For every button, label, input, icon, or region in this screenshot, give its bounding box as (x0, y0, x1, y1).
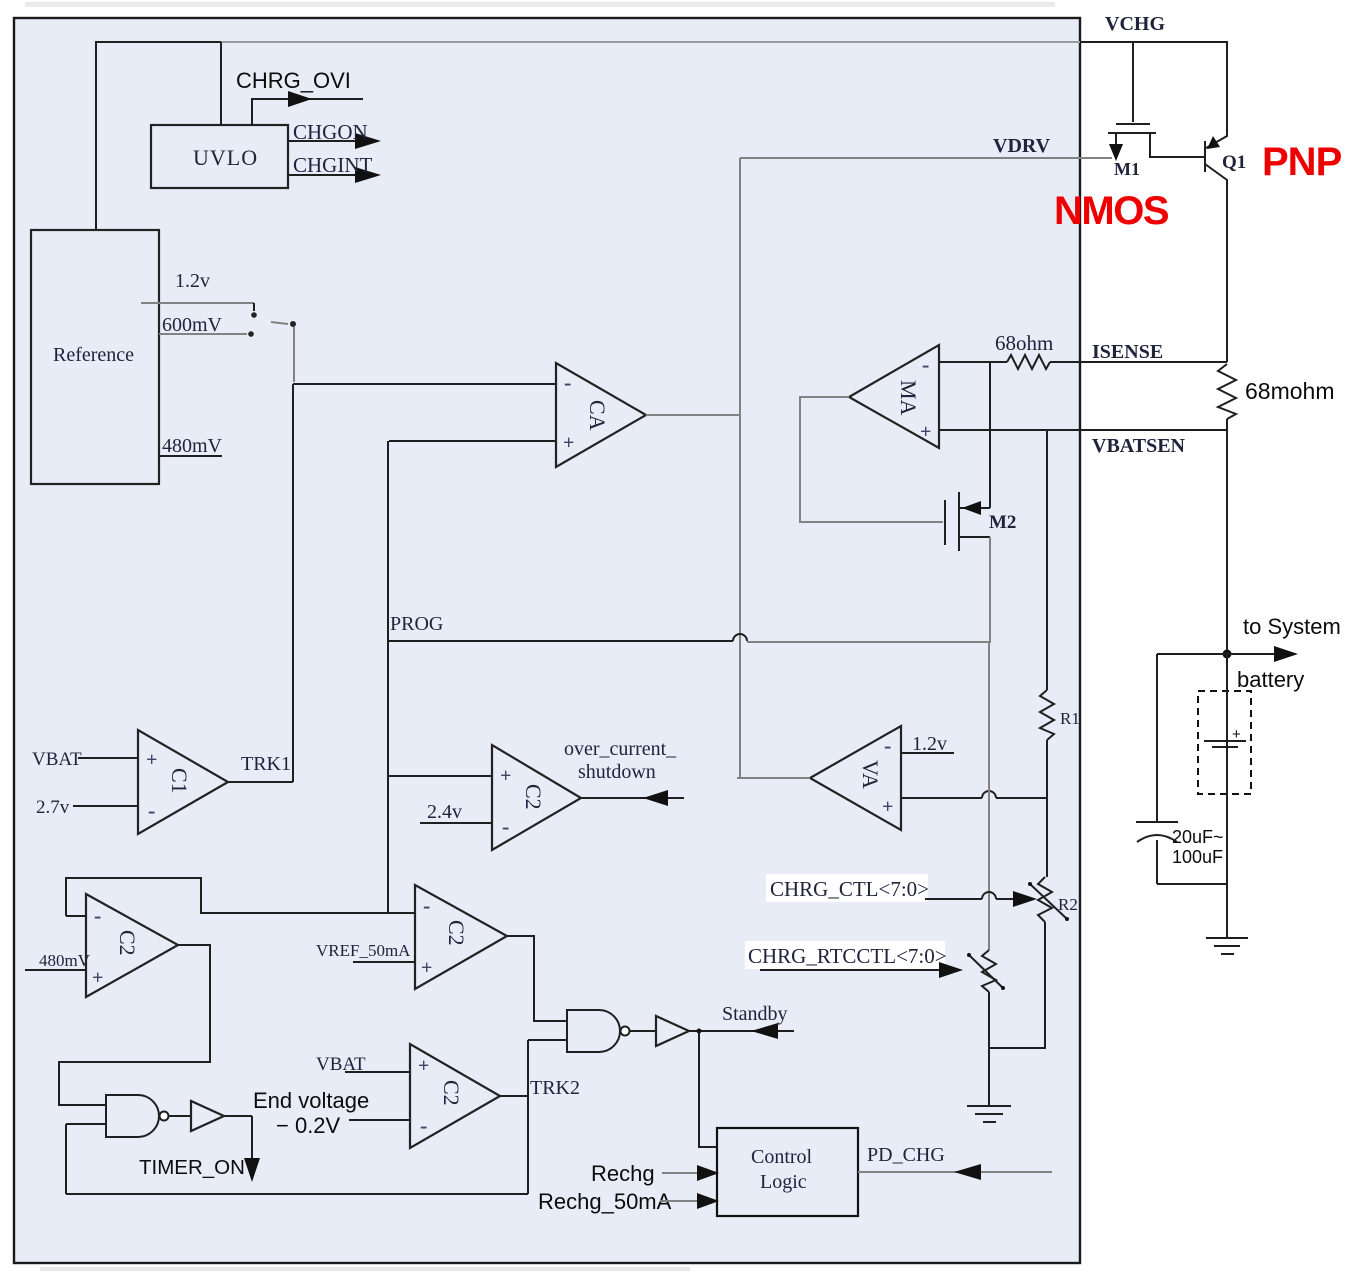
svg-text:Logic: Logic (760, 1171, 807, 1193)
svg-text:MA: MA (896, 380, 921, 416)
svg-text:20uF~: 20uF~ (1172, 827, 1224, 847)
svg-text:-: - (148, 798, 155, 823)
svg-text:+: + (1232, 726, 1241, 743)
svg-text:shutdown: shutdown (578, 761, 656, 783)
svg-text:Q1: Q1 (1222, 152, 1246, 173)
svg-text:C2: C2 (115, 930, 140, 956)
svg-text:over_current_: over_current_ (564, 738, 677, 760)
svg-text:1.2v: 1.2v (175, 270, 210, 292)
svg-text:VA: VA (858, 760, 883, 789)
svg-text:2.7v: 2.7v (36, 797, 70, 818)
svg-text:+: + (882, 796, 893, 818)
svg-text:+: + (500, 765, 511, 787)
svg-text:CHGON: CHGON (293, 120, 368, 144)
svg-text:CHRG_CTL<7:0>: CHRG_CTL<7:0> (770, 877, 929, 901)
svg-text:+: + (563, 432, 574, 454)
svg-text:TIMER_ON: TIMER_ON (139, 1156, 245, 1179)
svg-text:TRK2: TRK2 (530, 1077, 580, 1099)
svg-text:-: - (94, 903, 101, 928)
svg-text:Control: Control (751, 1146, 813, 1168)
svg-text:CHRG_RTCCTL<7:0>: CHRG_RTCCTL<7:0> (748, 944, 947, 968)
svg-text:TRK1: TRK1 (241, 753, 291, 775)
svg-text:C2: C2 (521, 784, 546, 810)
svg-text:R2: R2 (1058, 895, 1078, 914)
svg-text:+: + (920, 421, 931, 443)
svg-text:PROG: PROG (390, 613, 443, 635)
svg-text:VREF_50mA: VREF_50mA (316, 941, 411, 960)
svg-text:+: + (146, 749, 157, 771)
svg-text:CHGINT: CHGINT (293, 153, 372, 177)
svg-text:PNP: PNP (1262, 140, 1342, 184)
svg-text:-: - (423, 893, 430, 918)
svg-text:+: + (418, 1055, 429, 1077)
svg-text:-: - (420, 1113, 427, 1138)
svg-text:− 0.2V: − 0.2V (276, 1113, 341, 1138)
svg-text:+: + (92, 967, 103, 989)
svg-text:480mV: 480mV (39, 951, 91, 970)
svg-text:68ohm: 68ohm (995, 331, 1053, 355)
svg-text:Rechg: Rechg (591, 1161, 655, 1186)
svg-text:VDRV: VDRV (993, 135, 1051, 157)
svg-text:PD_CHG: PD_CHG (867, 1144, 945, 1166)
svg-text:End voltage: End voltage (253, 1088, 369, 1113)
svg-text:ISENSE: ISENSE (1092, 341, 1163, 363)
svg-text:M1: M1 (1114, 159, 1140, 179)
svg-text:C2: C2 (444, 920, 469, 946)
svg-text:CA: CA (585, 400, 610, 431)
svg-text:-: - (502, 814, 509, 839)
svg-text:VBAT: VBAT (316, 1054, 366, 1075)
svg-text:NMOS: NMOS (1054, 189, 1169, 233)
svg-text:CHRG_OVI: CHRG_OVI (236, 68, 351, 93)
svg-text:2.4v: 2.4v (427, 801, 462, 823)
svg-text:600mV: 600mV (162, 314, 223, 336)
svg-text:1.2v: 1.2v (912, 733, 947, 755)
svg-text:R1: R1 (1060, 709, 1080, 728)
svg-text:-: - (922, 352, 929, 377)
svg-text:UVLO: UVLO (193, 145, 258, 170)
svg-text:-: - (884, 733, 891, 758)
svg-text:C1: C1 (167, 768, 192, 794)
svg-text:C2: C2 (439, 1080, 464, 1106)
svg-text:M2: M2 (989, 512, 1016, 533)
svg-text:Rechg_50mA: Rechg_50mA (538, 1189, 672, 1214)
svg-text:Standby: Standby (722, 1003, 788, 1025)
svg-text:to System: to System (1243, 614, 1341, 639)
svg-text:Reference: Reference (53, 344, 134, 366)
svg-text:-: - (564, 370, 571, 395)
svg-text:VBAT: VBAT (32, 749, 82, 770)
svg-text:480mV: 480mV (162, 435, 223, 457)
svg-text:VBATSEN: VBATSEN (1092, 435, 1186, 457)
svg-text:VCHG: VCHG (1105, 13, 1165, 35)
svg-text:100uF: 100uF (1172, 847, 1223, 867)
svg-text:+: + (421, 957, 432, 979)
svg-text:68mohm: 68mohm (1245, 378, 1334, 404)
svg-text:battery: battery (1237, 667, 1304, 692)
